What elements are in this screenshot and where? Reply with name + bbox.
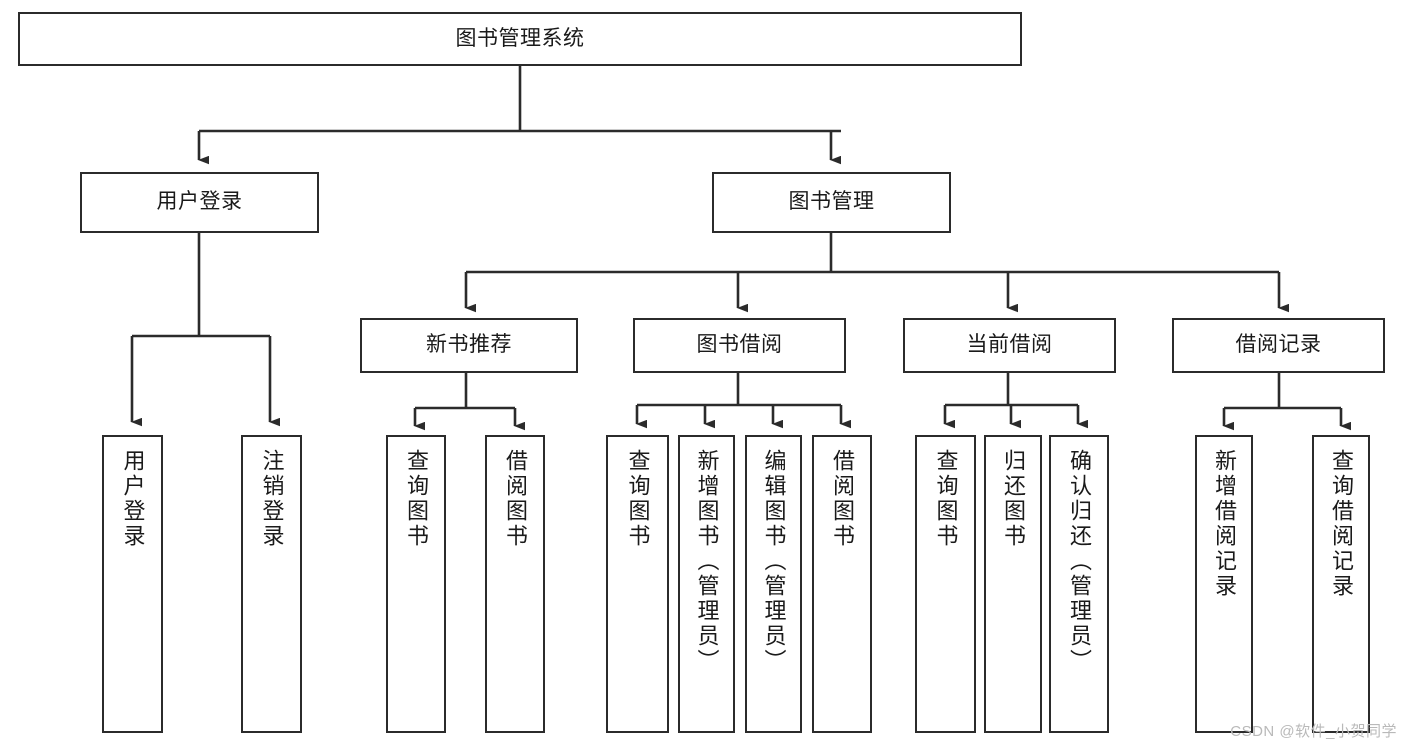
node-label: 查询图书 — [625, 449, 651, 549]
leaf-user-login-signin[interactable]: 用户登录 — [102, 435, 163, 733]
node-label: 编辑图书（管理员） — [761, 449, 787, 674]
leaf-borrow-edit-book-admin[interactable]: 编辑图书（管理员） — [745, 435, 802, 733]
leaf-record-add-record[interactable]: 新增借阅记录 — [1195, 435, 1253, 733]
node-label: 查询借阅记录 — [1329, 449, 1354, 599]
node-label: 确认归还（管理员） — [1067, 449, 1092, 674]
node-book-management[interactable]: 图书管理 — [712, 172, 951, 233]
node-label: 新增图书（管理员） — [694, 449, 720, 674]
node-label: 注销登录 — [259, 449, 285, 549]
leaf-current-return-book[interactable]: 归还图书 — [984, 435, 1042, 733]
node-book-borrow[interactable]: 图书借阅 — [633, 318, 846, 373]
leaf-borrow-borrow-book[interactable]: 借阅图书 — [812, 435, 872, 733]
leaf-user-login-signout[interactable]: 注销登录 — [241, 435, 302, 733]
node-new-book-recommend[interactable]: 新书推荐 — [360, 318, 578, 373]
node-label: 查询图书 — [933, 449, 959, 549]
node-user-login[interactable]: 用户登录 — [80, 172, 319, 233]
node-label: 当前借阅 — [966, 333, 1053, 357]
node-label: 借阅图书 — [503, 449, 528, 549]
node-label: 用户登录 — [120, 449, 146, 549]
node-label: 新增借阅记录 — [1212, 449, 1237, 599]
node-label: 借阅记录 — [1235, 333, 1322, 357]
leaf-recommend-borrow-book[interactable]: 借阅图书 — [485, 435, 545, 733]
leaf-record-query-record[interactable]: 查询借阅记录 — [1312, 435, 1370, 733]
node-label: 查询图书 — [404, 449, 429, 549]
node-borrow-record[interactable]: 借阅记录 — [1172, 318, 1385, 373]
leaf-recommend-query-book[interactable]: 查询图书 — [386, 435, 446, 733]
leaf-borrow-add-book-admin[interactable]: 新增图书（管理员） — [678, 435, 735, 733]
leaf-current-query-book[interactable]: 查询图书 — [915, 435, 976, 733]
node-label: 用户登录 — [156, 190, 243, 214]
node-label: 归还图书 — [1001, 449, 1026, 549]
node-label: 图书管理 — [788, 190, 875, 214]
node-label: 图书借阅 — [696, 333, 783, 357]
node-label: 图书管理系统 — [455, 26, 585, 50]
leaf-borrow-query-book[interactable]: 查询图书 — [606, 435, 669, 733]
leaf-current-confirm-return-admin[interactable]: 确认归还（管理员） — [1049, 435, 1109, 733]
node-current-borrow[interactable]: 当前借阅 — [903, 318, 1116, 373]
node-label: 新书推荐 — [426, 333, 512, 357]
node-root-system[interactable]: 图书管理系统 — [18, 12, 1022, 66]
node-label: 借阅图书 — [830, 449, 855, 549]
